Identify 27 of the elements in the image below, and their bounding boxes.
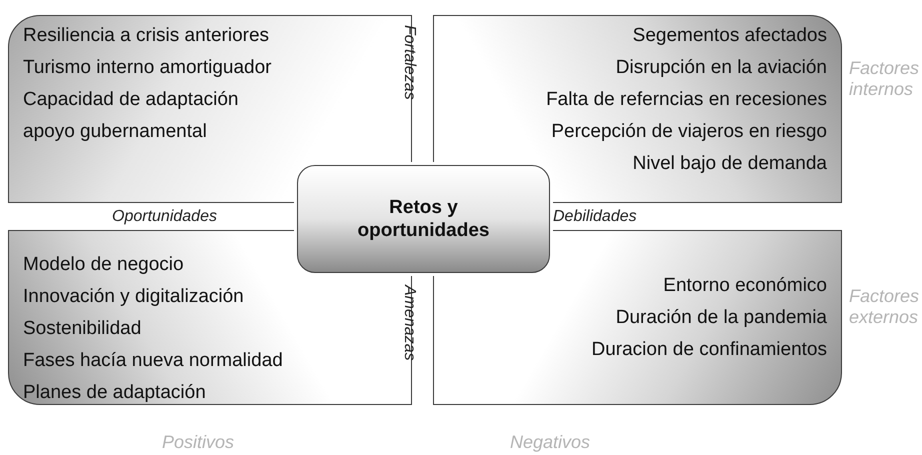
axis-label: Positivos	[162, 432, 234, 453]
list-item: Resiliencia a crisis anteriores	[23, 24, 270, 48]
axis-label: Factores externos	[849, 286, 919, 328]
list-item: apoyo gubernamental	[23, 120, 207, 144]
list-item: Duracion de confinamientos	[591, 338, 827, 362]
axis-label: Factores internos	[849, 58, 919, 100]
list-item: Disrupción en la aviación	[616, 56, 827, 80]
list-item: Capacidad de adaptación	[23, 88, 239, 112]
list-item: Segementos afectados	[632, 24, 827, 48]
quadrant-label: Oportunidades	[112, 208, 217, 226]
list-item: Falta de referncias en recesiones	[546, 88, 827, 112]
list-item: Modelo de negocio	[23, 253, 184, 277]
quadrant-label: Debilidades	[553, 208, 637, 226]
list-item: Sostenibilidad	[23, 317, 142, 341]
center-title: Retos y oportunidades	[356, 196, 490, 242]
list-item: Entorno económico	[663, 274, 827, 298]
list-item: Fases hacía nueva normalidad	[23, 349, 283, 373]
axis-label: Negativos	[510, 432, 590, 453]
vertical-label: Fortalezas	[400, 25, 418, 100]
list-item: Turismo interno amortiguador	[23, 56, 272, 80]
list-item: Nivel bajo de demanda	[632, 152, 827, 176]
vertical-label: Amenazas	[400, 285, 418, 361]
list-item: Innovación y digitalización	[23, 285, 244, 309]
list-item: Duración de la pandemia	[616, 306, 827, 330]
center-box	[297, 165, 550, 273]
list-item: Planes de adaptación	[23, 381, 206, 405]
list-item: Percepción de viajeros en riesgo	[551, 120, 827, 144]
